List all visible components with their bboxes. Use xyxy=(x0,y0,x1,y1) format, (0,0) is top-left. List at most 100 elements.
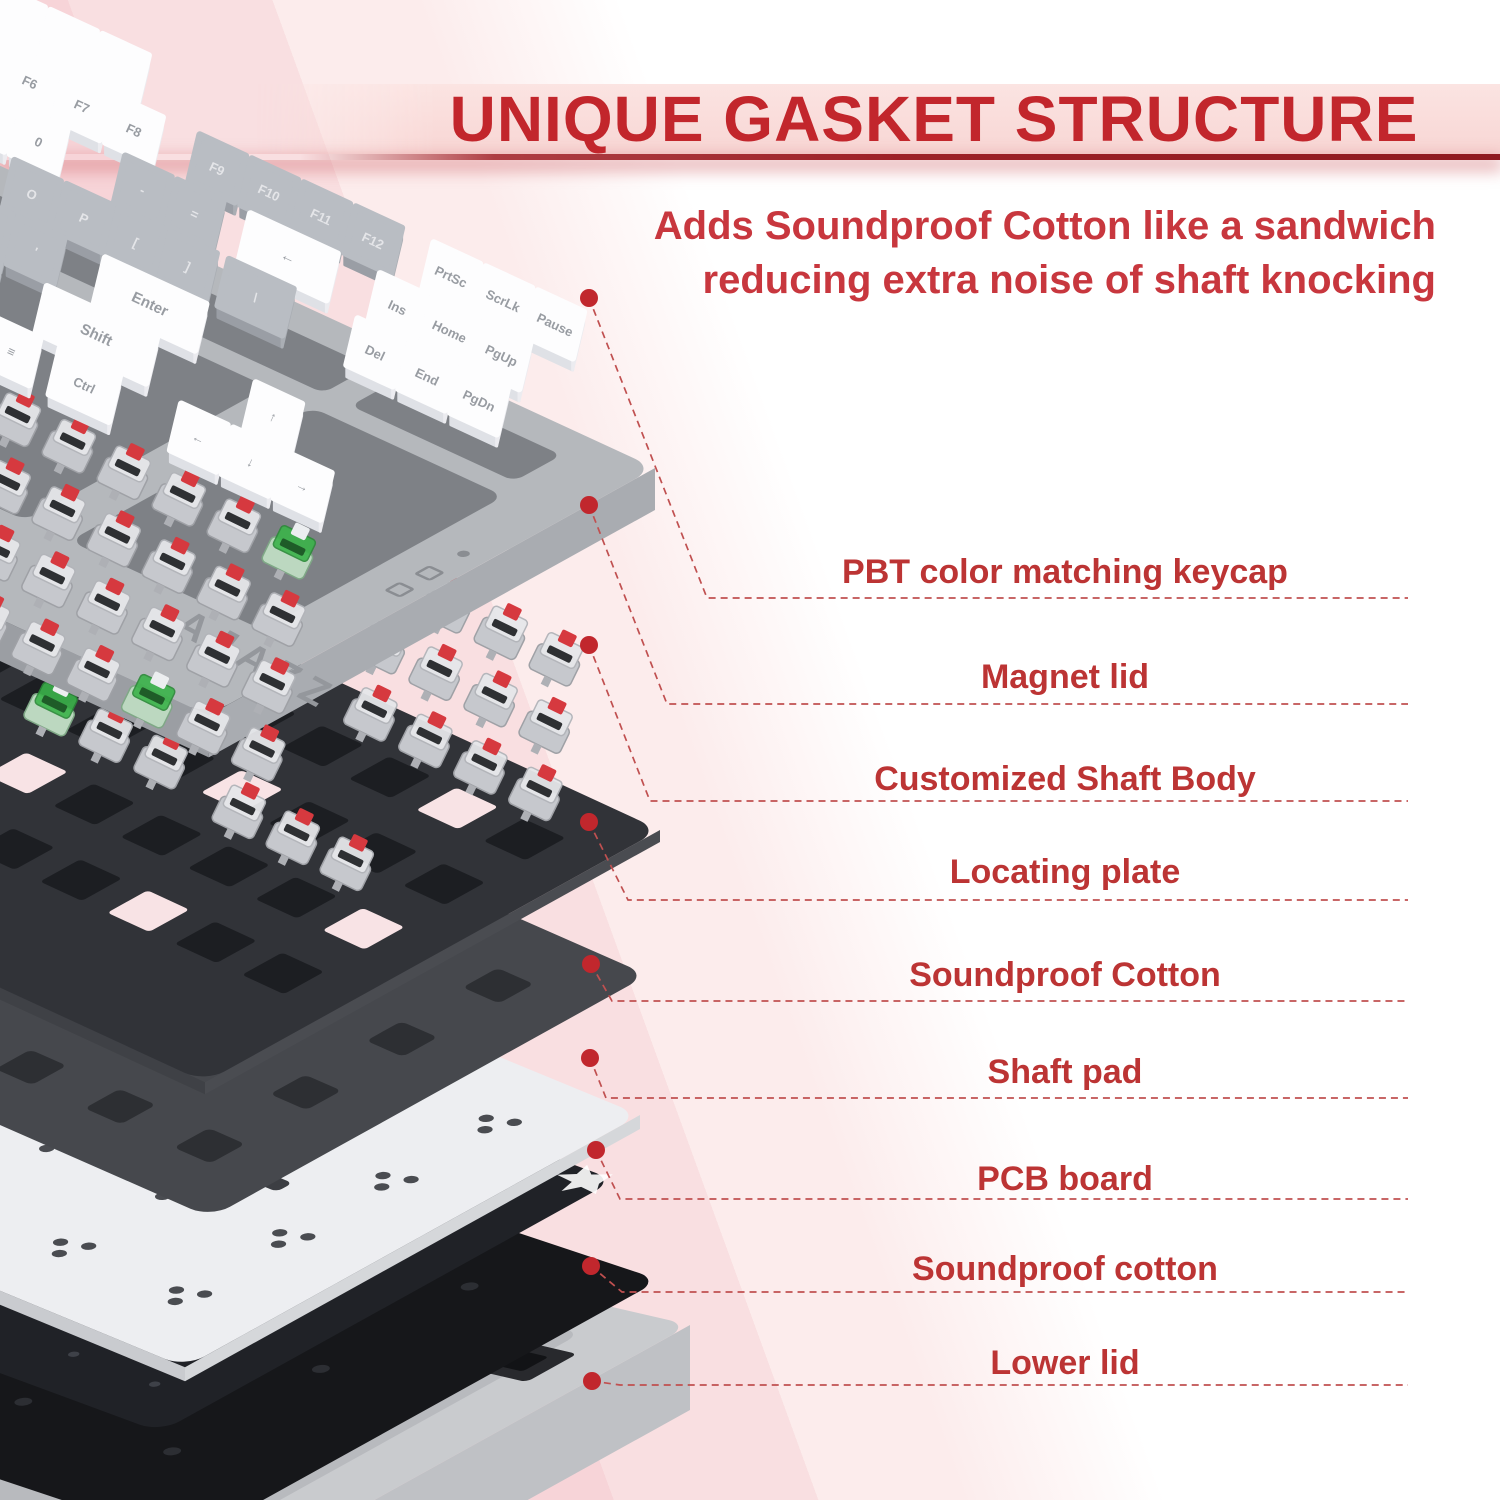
cotton-hole xyxy=(14,1397,33,1406)
usb-part xyxy=(392,1310,491,1350)
keycap-front xyxy=(237,258,328,314)
left-cluster-switch xyxy=(82,630,152,706)
keycap-side xyxy=(193,302,208,364)
keycap-front xyxy=(291,227,341,264)
pad-hole xyxy=(246,1018,263,1027)
keycap-legend: F11 xyxy=(308,205,334,228)
keycap-top xyxy=(52,180,116,256)
keycap-side xyxy=(318,471,333,533)
keycap-side xyxy=(571,310,586,372)
keycap-front xyxy=(54,228,103,266)
plate-switch-hole xyxy=(1,677,79,718)
keycap-top xyxy=(32,283,161,387)
plate-cluster-switch xyxy=(205,774,275,849)
keycap-top xyxy=(36,6,100,82)
upper-band-switch xyxy=(70,569,140,645)
pcb-hole xyxy=(344,1123,356,1130)
shaft-pad-edge-front xyxy=(0,1290,185,1382)
callout-label-pbt-keycap: PBT color matching keycap xyxy=(842,553,1288,591)
keycap-top xyxy=(237,155,302,230)
callout-dot xyxy=(583,1372,601,1390)
indicator-dot xyxy=(457,550,470,558)
plate-switch-hole xyxy=(203,771,281,811)
pad-hole xyxy=(43,927,59,935)
plate-cluster-switch xyxy=(313,826,383,901)
magnet-lid-face xyxy=(0,74,644,710)
pad-hole xyxy=(274,1022,291,1031)
keycap-front xyxy=(216,303,284,349)
upper-band-switch xyxy=(90,435,160,510)
keycap-front xyxy=(243,427,293,464)
plate-switch-hole xyxy=(324,908,403,949)
upper-band-switch xyxy=(235,649,305,724)
keycap-legend: ↑ xyxy=(267,409,279,425)
keycap-front xyxy=(345,363,395,400)
upper-band-switch xyxy=(60,637,129,712)
pcb-hole xyxy=(84,1192,97,1199)
callout-dot xyxy=(580,813,598,831)
pcb-hole xyxy=(20,1004,32,1010)
keycap-legend: \ xyxy=(251,290,261,305)
locating-plate-edge-right xyxy=(205,830,660,1095)
keycap-front xyxy=(164,224,214,261)
keycap-front xyxy=(272,496,322,533)
pad-hole xyxy=(51,1249,67,1258)
keycap-top xyxy=(218,424,283,499)
keycap-front xyxy=(5,262,55,299)
keycap-legend: ' xyxy=(31,244,40,259)
pad-hole xyxy=(130,971,147,979)
keycap-front xyxy=(0,369,31,399)
title-underline-bar xyxy=(0,154,1500,160)
keycap-legend: Home xyxy=(430,317,469,346)
keycap-front xyxy=(2,204,51,242)
plate-switch-hole xyxy=(122,815,201,856)
keycap-side xyxy=(151,228,166,290)
keycap-front xyxy=(367,318,417,355)
plate-switch-hole xyxy=(418,788,497,829)
lower-cluster-switch xyxy=(402,636,472,711)
keycap-top xyxy=(341,203,406,278)
pcb-hole xyxy=(505,1183,518,1189)
lower-lid-edge-front xyxy=(0,1267,200,1500)
keycap-legend: ScrLk xyxy=(483,286,523,315)
pad-hole xyxy=(14,923,31,931)
upper-band-switch xyxy=(0,382,50,457)
keycap-legend: F10 xyxy=(256,181,283,204)
keycap-top xyxy=(395,339,460,414)
keycap-front xyxy=(0,36,35,68)
soundproof-cotton-lower-face xyxy=(0,928,649,1500)
keycap-side xyxy=(391,338,406,400)
pad-hole xyxy=(68,1137,84,1145)
soundproof-cotton-upper-face xyxy=(0,588,637,1212)
keycap-side xyxy=(285,178,300,240)
upper-band-switch xyxy=(15,543,85,618)
keycap-top xyxy=(0,205,16,265)
pcb-hole xyxy=(165,1222,177,1229)
upper-band-switch xyxy=(0,449,40,525)
keycap-front xyxy=(34,331,148,397)
keycap-legend: O xyxy=(24,186,40,204)
upper-band-switch xyxy=(25,476,95,551)
pad-hole xyxy=(142,1087,158,1095)
plate-switch-hole xyxy=(81,633,160,673)
pad-hole xyxy=(362,1066,378,1075)
pad-hole xyxy=(300,1233,316,1241)
callout-dot xyxy=(580,289,598,307)
keycap-top xyxy=(90,254,210,354)
keycap-top xyxy=(110,152,175,227)
lower-cluster-switch xyxy=(467,595,537,670)
keycap-front xyxy=(92,302,197,364)
plate-switch-hole xyxy=(350,757,429,798)
callout-label-soundproof-cotton-low: Soundproof cotton xyxy=(912,1250,1218,1288)
lid-nav-cutout xyxy=(77,410,497,627)
keycap-side xyxy=(413,293,428,355)
keycap-legend: P xyxy=(77,210,91,227)
cotton-cutout xyxy=(465,969,531,1002)
pad-hole xyxy=(129,982,145,990)
pad-hole xyxy=(154,1192,171,1200)
keycap-front xyxy=(220,472,270,509)
plate-switch-hole xyxy=(283,726,362,766)
keycap-side xyxy=(83,30,98,92)
plate-switch-hole xyxy=(0,571,25,611)
pcb-hole xyxy=(3,1162,16,1169)
